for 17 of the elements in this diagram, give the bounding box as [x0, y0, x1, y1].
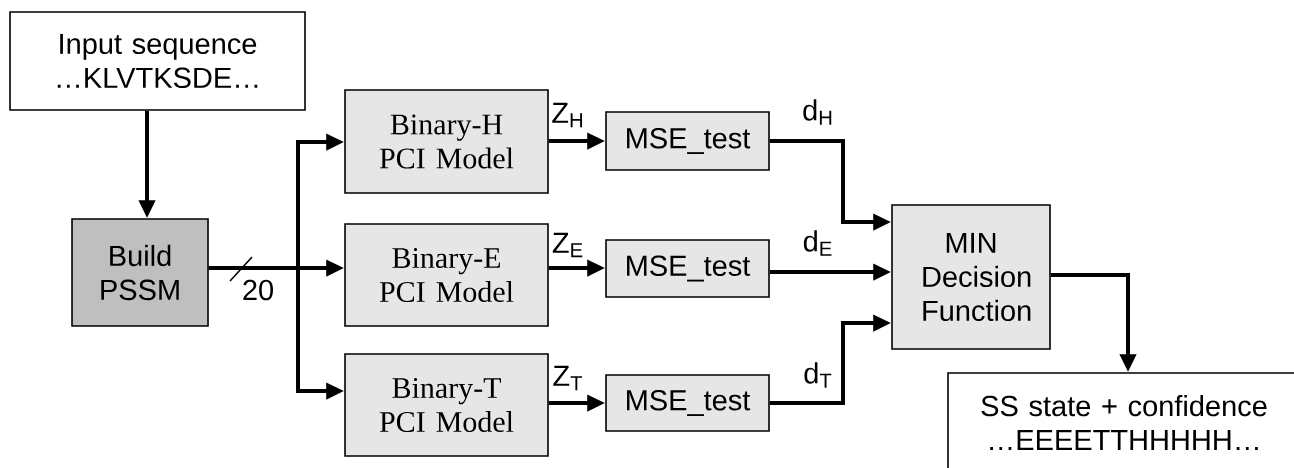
decision-box: MIN Decision Function: [891, 204, 1051, 350]
edge-label: d$_{T}$: [801, 360, 835, 390]
edge-label: Z$_{E}$: [549, 230, 587, 260]
edge-label: Z$_{H}$: [549, 100, 587, 130]
edge-label: 20: [239, 277, 277, 303]
model-box: Binary-T PCI Model: [344, 353, 549, 457]
edge-label: Z$_{T}$: [550, 363, 586, 393]
test-box: MSE_test: [605, 239, 770, 298]
edge-label: d$_{H}$: [800, 97, 836, 127]
test-box: MSE_test: [605, 374, 770, 432]
model-box: Binary-E PCI Model: [344, 223, 549, 327]
model-box: Binary-H PCI Model: [344, 89, 549, 194]
process-box: Build PSSM: [71, 218, 209, 327]
input-box: Input sequence …KLVTKSDE…: [9, 11, 306, 111]
output-box: SS state + confidence …EEEETTHHHHH…: [947, 372, 1294, 468]
test-box: MSE_test: [605, 111, 770, 171]
edge-label: d$_{E}$: [800, 228, 836, 258]
